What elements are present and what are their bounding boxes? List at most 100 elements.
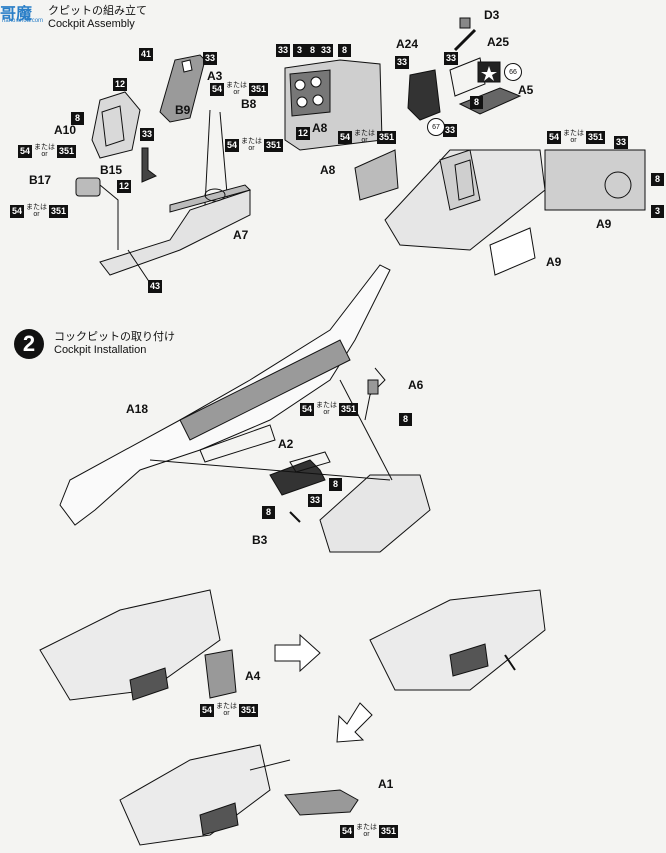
- color-code-33: 33: [276, 44, 291, 57]
- part-label-b8: B8: [241, 97, 257, 111]
- part-a5-drawing: [458, 87, 522, 115]
- part-label-b15: B15: [100, 163, 123, 177]
- color-code-351: 351: [249, 82, 269, 96]
- or-jp: または: [241, 138, 263, 145]
- or-en: or: [361, 137, 368, 144]
- color-code-3: 3: [293, 44, 306, 57]
- step1-title: クピットの組み立て Cockpit Assembly: [48, 5, 147, 30]
- step1-title-jp: クピットの組み立て: [48, 5, 147, 17]
- color-code-8: 8: [71, 112, 84, 125]
- color-code-12: 12: [296, 127, 311, 140]
- part-label-b3: B3: [252, 533, 268, 547]
- part-b17-drawing: [75, 177, 101, 197]
- part-label-a3: A3: [207, 69, 223, 83]
- step2-number-badge: 2: [14, 329, 44, 359]
- step2-title: コックピットの取り付け Cockpit Installation: [54, 331, 175, 356]
- or-jp: または: [316, 402, 338, 409]
- arrow-down-left-drawing: [336, 702, 373, 743]
- or-en: or: [33, 211, 40, 218]
- or-en: or: [363, 831, 370, 838]
- part-label-a4: A4: [245, 669, 261, 683]
- part-label-a9-inset: A9: [596, 217, 612, 231]
- color-code-54: 54: [340, 824, 355, 838]
- fuselage-a18-drawing: [59, 264, 391, 526]
- color-code-33: 33: [203, 52, 218, 65]
- part-label-a8-lower: A8: [320, 163, 336, 177]
- color-code-33: 33: [614, 136, 629, 149]
- color-code-54: 54: [338, 130, 353, 144]
- or-en: or: [248, 145, 255, 152]
- color-code-12: 12: [117, 180, 132, 193]
- watermark-url: nano.shou.com: [2, 18, 44, 24]
- color-code-351: 351: [49, 204, 69, 218]
- part-label-d3: D3: [484, 8, 500, 22]
- color-code-33: 33: [395, 56, 410, 69]
- color-code-54: 54: [200, 703, 215, 717]
- part-label-a6: A6: [408, 378, 424, 392]
- part-label-a25: A25: [487, 35, 510, 49]
- color-code-8: 8: [399, 413, 412, 426]
- part-label-a2: A2: [278, 437, 294, 451]
- color-code-351: 351: [239, 703, 259, 717]
- color-code-33: 33: [140, 128, 155, 141]
- or-jp: または: [34, 144, 56, 151]
- part-b15-drawing: [141, 147, 157, 183]
- or-jp: または: [354, 130, 376, 137]
- step1-title-en: Cockpit Assembly: [48, 17, 135, 30]
- or-en: or: [323, 409, 330, 416]
- part-label-b17: B17: [29, 173, 52, 187]
- color-code-54: 54: [10, 204, 25, 218]
- or-jp: または: [356, 824, 378, 831]
- part-label-b9: B9: [175, 103, 191, 117]
- color-code-351: 351: [264, 138, 284, 152]
- watermark-logo: 哥魔: [0, 6, 33, 23]
- seat-back-a24-drawing: [407, 69, 441, 121]
- seat-a10-drawing: [91, 91, 141, 159]
- floor-a7-drawing: [99, 189, 251, 276]
- color-code-33: 33: [308, 494, 323, 507]
- color-code-54: 54: [300, 402, 315, 416]
- or-en: or: [570, 137, 577, 144]
- part-label-a24: A24: [396, 37, 419, 51]
- arrow-right-drawing: [274, 633, 321, 673]
- part-label-a1: A1: [378, 777, 394, 791]
- color-code-351: 351: [586, 130, 606, 144]
- color-code-12: 12: [113, 78, 128, 91]
- or-jp: または: [563, 130, 585, 137]
- part-label-a5: A5: [518, 83, 534, 97]
- color-code-8: 8: [338, 44, 351, 57]
- decal-marker-66: 66: [504, 63, 522, 81]
- decal-marker-67: 67: [427, 118, 445, 136]
- color-code-54: 54: [547, 130, 562, 144]
- part-label-a18: A18: [126, 402, 149, 416]
- color-code-351: 351: [57, 144, 77, 158]
- color-code-54: 54: [210, 82, 225, 96]
- color-code-8: 8: [262, 506, 275, 519]
- color-code-351: 351: [379, 824, 399, 838]
- part-a1-drawing: [284, 789, 359, 816]
- or-en: or: [41, 151, 48, 158]
- part-label-a10: A10: [54, 123, 77, 137]
- color-code-8: 8: [306, 44, 319, 57]
- color-code-8: 8: [470, 96, 483, 109]
- color-code-8: 8: [329, 478, 342, 491]
- color-code-43: 43: [148, 280, 163, 293]
- color-code-33: 33: [443, 124, 458, 137]
- color-code-8: 8: [651, 173, 664, 186]
- or-jp: または: [226, 82, 248, 89]
- step2-title-jp: コックピットの取り付け: [54, 331, 175, 343]
- or-en: or: [223, 710, 230, 717]
- part-label-a7: A7: [233, 228, 249, 242]
- step2-title-en: Cockpit Installation: [54, 343, 147, 356]
- color-code-33: 33: [444, 52, 459, 65]
- or-jp: または: [26, 204, 48, 211]
